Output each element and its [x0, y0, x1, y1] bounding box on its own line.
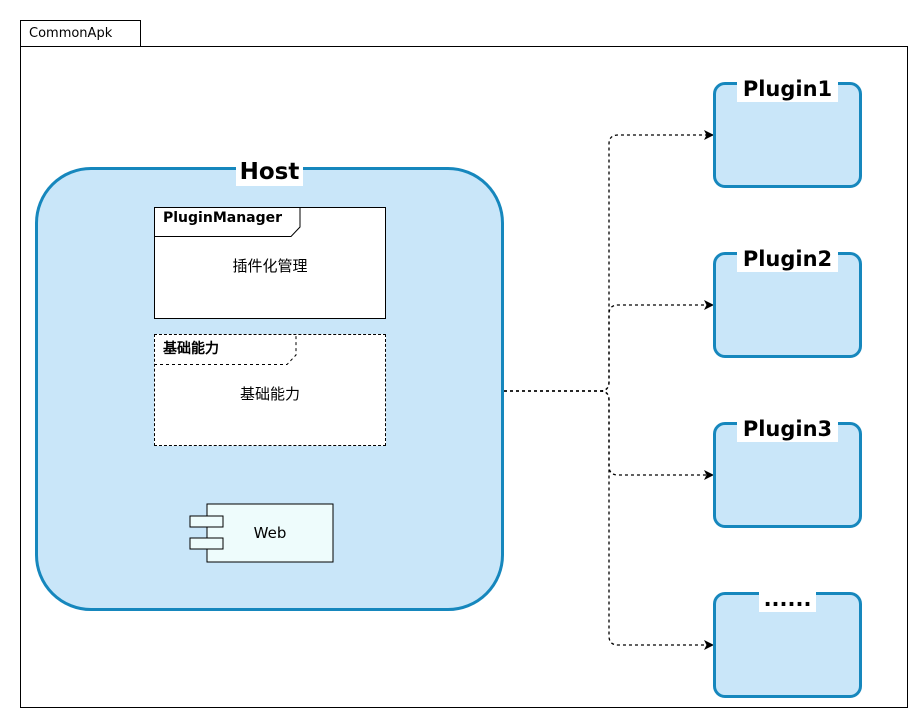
connector-host-to-plugin1	[504, 130, 714, 392]
basic-capability-tab-outline	[154, 334, 297, 365]
plugin-manager-text: 插件化管理	[232, 257, 308, 275]
plugin3-title: Plugin3	[737, 416, 838, 442]
plugin-manager-tab-outline	[154, 207, 301, 237]
web-component-icon	[189, 503, 334, 563]
host-title: Host	[236, 158, 303, 186]
basic-capability-text: 基础能力	[239, 385, 300, 403]
plugin-more-title: ......	[759, 586, 816, 612]
basic-capability-label: 基础能力	[163, 341, 219, 357]
commonapk-frame	[20, 46, 908, 708]
plugin2-title: Plugin2	[737, 246, 838, 272]
plugin1-title: Plugin1	[737, 76, 838, 102]
plugin-manager-label: PluginManager	[163, 210, 283, 226]
basic-capability-box	[154, 334, 386, 446]
commonapk-frame-label: CommonApk	[20, 20, 141, 47]
plugin-manager-box	[154, 207, 386, 319]
connector-host-to-plugin2	[504, 300, 714, 392]
connector-host-to-plugin3	[504, 390, 714, 480]
web-component-label: Web	[253, 524, 287, 542]
connector-host-to-plugin-more	[504, 390, 714, 650]
